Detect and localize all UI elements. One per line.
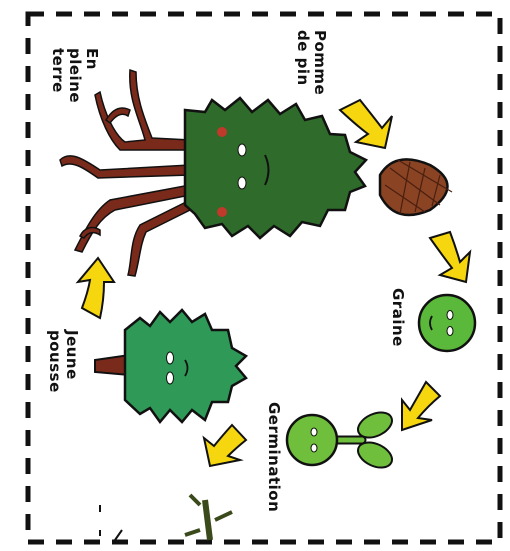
label-graine-text: Graine: [389, 288, 406, 347]
seedling: [100, 495, 232, 540]
germination-sprout: [287, 407, 396, 472]
label-pousse: pousse: [46, 330, 63, 393]
label-jeune-pousse: Jeune pousse: [46, 330, 80, 393]
arrow-cone-to-graine: [430, 232, 470, 282]
arrow-graine-to-germination: [402, 382, 440, 430]
seed: [419, 295, 475, 351]
label-germination-text: Germination: [265, 402, 282, 512]
label-terre: terre: [49, 48, 66, 103]
label-pomme: Pomme: [311, 30, 328, 95]
label-en: En: [83, 48, 100, 103]
label-pleine: pleine: [66, 48, 83, 103]
label-de-pin: de pin: [294, 30, 311, 95]
big-tree-foliage: [185, 98, 366, 238]
label-germination: Germination: [265, 402, 282, 512]
label-en-pleine-terre: En pleine terre: [49, 48, 100, 103]
label-jeune: Jeune: [63, 330, 80, 393]
label-pomme-de-pin: Pomme de pin: [294, 30, 328, 95]
arrow-germination-to-seedling: [204, 425, 246, 466]
label-graine: Graine: [389, 288, 406, 347]
young-tree: [95, 310, 246, 422]
arrow-jeune-to-pleine-terre: [78, 258, 114, 318]
pine-cone: [380, 159, 452, 215]
